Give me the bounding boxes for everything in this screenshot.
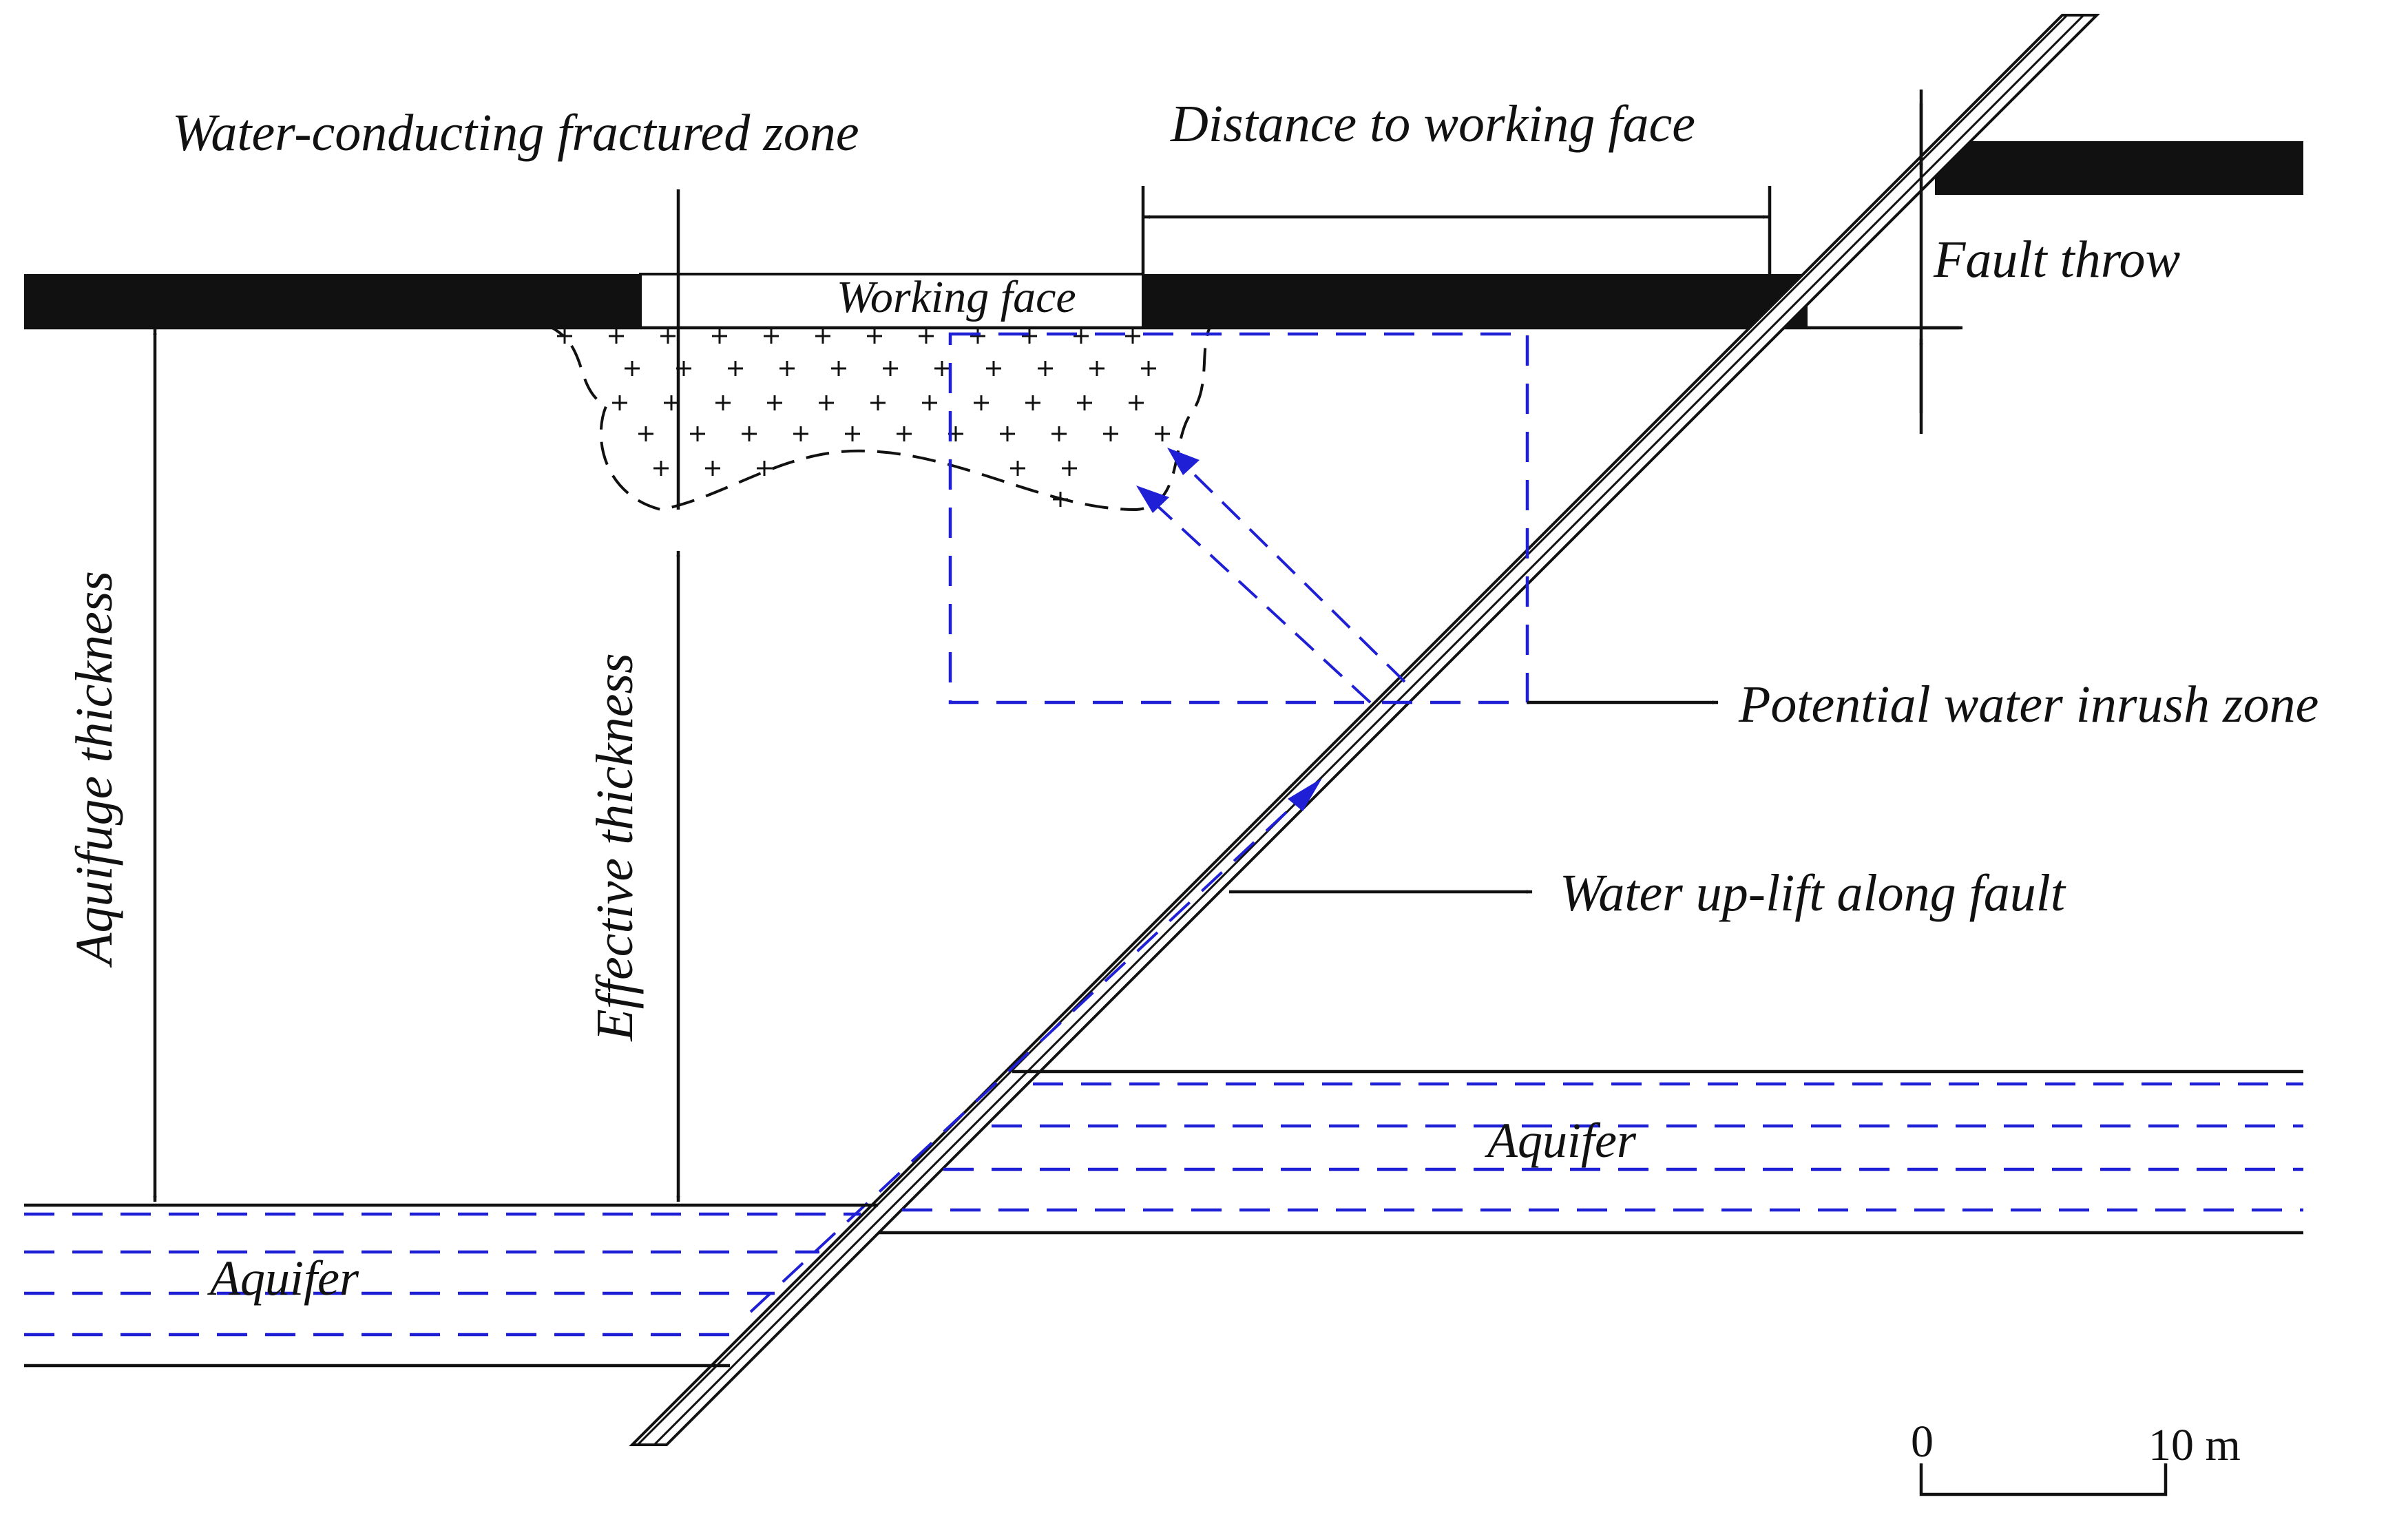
scale-end: 10 m	[2148, 1420, 2241, 1470]
plus-mark	[1077, 395, 1092, 410]
plus-mark	[974, 395, 989, 410]
plus-mark	[609, 328, 624, 344]
inrush-arrow-2	[1145, 494, 1372, 704]
aquifer-left-label: Aquifer	[207, 1251, 359, 1306]
plus-mark	[867, 328, 882, 344]
coal-seam-middle	[1143, 274, 1808, 328]
plus-mark	[1125, 328, 1140, 344]
plus-mark	[970, 328, 985, 344]
plus-mark	[1000, 426, 1015, 441]
plus-mark	[1010, 461, 1025, 476]
fractured-zone-label: Water-conducting fractured zone	[172, 104, 859, 162]
plus-mark	[715, 395, 731, 410]
plus-mark	[757, 461, 772, 476]
effective-thickness-label: Effective thickness	[586, 653, 644, 1041]
plus-mark	[705, 461, 720, 476]
coal-seam-right-displaced	[1935, 141, 2303, 195]
fault-zone	[629, 14, 2100, 1446]
fractured-zone	[543, 322, 1213, 512]
plus-mark	[819, 395, 834, 410]
fracture-plus-marks	[557, 328, 1170, 507]
plus-mark	[793, 426, 808, 441]
plus-mark	[1038, 361, 1053, 376]
plus-mark	[1022, 328, 1037, 344]
plus-mark	[870, 395, 886, 410]
plus-mark	[831, 361, 846, 376]
plus-mark	[1103, 426, 1118, 441]
plus-mark	[767, 395, 782, 410]
fault-water-flow-line	[749, 787, 1313, 1313]
fault-flow-arrowhead	[1288, 778, 1322, 811]
plus-mark	[1141, 361, 1156, 376]
inrush-arrowhead-1	[1167, 448, 1200, 475]
plus-mark	[986, 361, 1001, 376]
plus-mark	[664, 395, 679, 410]
scale-start: 0	[1911, 1417, 1934, 1467]
plus-mark	[934, 361, 950, 376]
plus-mark	[1089, 361, 1104, 376]
distance-label: Distance to working face	[1170, 95, 1695, 153]
aquifer-left	[24, 1203, 878, 1368]
plus-mark	[919, 328, 934, 344]
water-uplift-label: Water up-lift along fault	[1560, 864, 2066, 922]
plus-mark	[1025, 395, 1040, 410]
plus-mark	[625, 361, 640, 376]
plus-mark	[712, 328, 727, 344]
plus-mark	[690, 426, 705, 441]
plus-mark	[1062, 461, 1077, 476]
plus-mark	[764, 328, 779, 344]
plus-mark	[557, 328, 572, 344]
plus-mark	[1051, 426, 1067, 441]
potential-zone-label: Potential water inrush zone	[1738, 676, 2318, 733]
plus-mark	[922, 395, 937, 410]
plus-mark	[742, 426, 757, 441]
plus-mark	[1155, 426, 1170, 441]
plus-mark	[653, 461, 669, 476]
plus-mark	[1074, 328, 1089, 344]
aquifuge-thickness-label: Aquifuge thickness	[65, 571, 123, 968]
coal-seam-left	[24, 274, 640, 328]
inrush-arrow-1	[1176, 457, 1406, 683]
plus-mark	[897, 426, 912, 441]
plus-mark	[883, 361, 898, 376]
plus-mark	[845, 426, 860, 441]
working-face-label: Working face	[837, 272, 1076, 322]
plus-mark	[612, 395, 627, 410]
scale-bar: 0 10 m	[1911, 1417, 2241, 1496]
plus-mark	[660, 328, 676, 344]
plus-mark	[1053, 492, 1068, 507]
plus-mark	[728, 361, 743, 376]
aquifer-right	[878, 1069, 2303, 1235]
plus-mark	[638, 426, 653, 441]
plus-mark	[1129, 395, 1144, 410]
plus-mark	[779, 361, 795, 376]
aquifer-right-label: Aquifer	[1485, 1113, 1637, 1168]
fault-throw-label: Fault throw	[1933, 231, 2181, 289]
inrush-arrowhead-2	[1136, 486, 1169, 513]
plus-mark	[815, 328, 830, 344]
potential-inrush-zone-box	[948, 332, 1529, 704]
